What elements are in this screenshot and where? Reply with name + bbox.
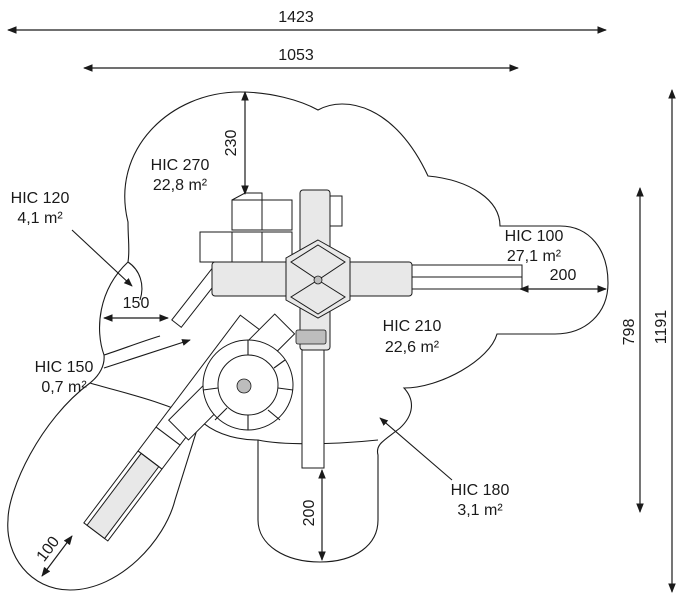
zone-area-180: 3,1 m² bbox=[457, 502, 503, 519]
cross-structure bbox=[211, 189, 413, 351]
dimension-lines bbox=[7, 26, 676, 593]
spiral-slide bbox=[202, 339, 294, 431]
zone-labels: HIC 270 22,8 m² HIC 120 4,1 m² HIC 100 2… bbox=[11, 157, 564, 519]
zone-area-270: 22,8 m² bbox=[153, 177, 208, 194]
zone-hic-100: HIC 100 bbox=[505, 228, 564, 245]
dimension-labels: 1423 1053 230 150 200 200 100 798 1191 bbox=[34, 9, 670, 565]
zone-hic-180: HIC 180 bbox=[451, 482, 510, 499]
zone-hic-270: HIC 270 bbox=[151, 157, 210, 174]
zone-area-210: 22,6 m² bbox=[385, 339, 440, 356]
dim-depth-large: 1191 bbox=[653, 310, 670, 345]
inner-zone-divider-3 bbox=[103, 335, 161, 356]
zone-hic-210: HIC 210 bbox=[383, 318, 442, 335]
dim-left-offset: 150 bbox=[123, 295, 150, 312]
dim-inner-width: 1053 bbox=[278, 47, 314, 64]
leader-lines bbox=[71, 229, 453, 481]
dim-overall-width: 1423 bbox=[278, 9, 314, 26]
inner-zone-divider-4 bbox=[127, 261, 143, 301]
zone-hic-150: HIC 150 bbox=[35, 359, 94, 376]
dim-depth-small: 798 bbox=[621, 319, 638, 346]
dim-right-offset: 200 bbox=[550, 267, 577, 284]
zone-hic-120: HIC 120 bbox=[11, 190, 70, 207]
bridge-right bbox=[411, 264, 523, 290]
bridge-down bbox=[301, 349, 325, 469]
zone-area-120: 4,1 m² bbox=[17, 210, 63, 227]
zone-area-100: 27,1 m² bbox=[507, 248, 562, 265]
dim-bottom-offset: 200 bbox=[301, 500, 318, 527]
dim-top-offset: 230 bbox=[223, 130, 240, 157]
play-equipment bbox=[83, 189, 523, 542]
tower-platforms bbox=[199, 192, 293, 263]
zone-area-150: 0,7 m² bbox=[41, 379, 87, 396]
